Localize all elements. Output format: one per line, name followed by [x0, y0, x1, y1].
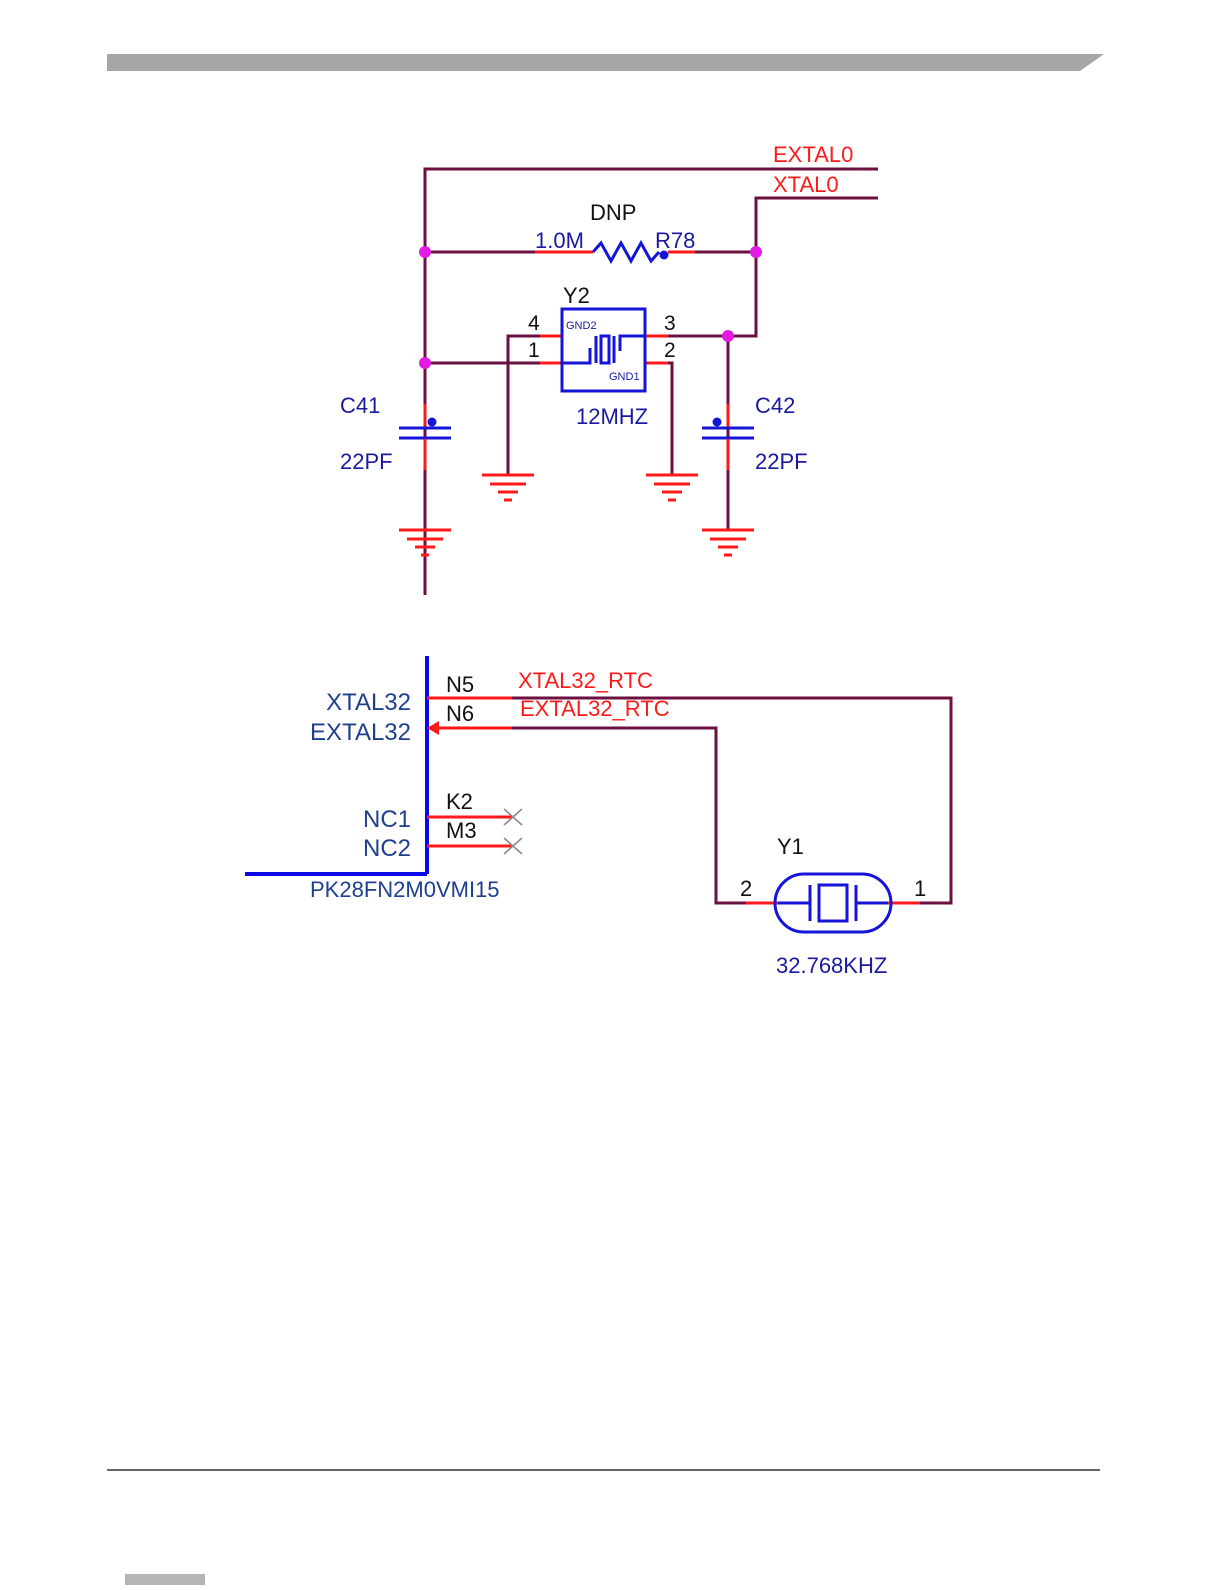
net-label-extal0: EXTAL0 — [773, 142, 853, 167]
y1-pin1-number: 1 — [914, 876, 926, 901]
net-label-xtal32-rtc: XTAL32_RTC — [518, 668, 653, 693]
capacitor-c41 — [399, 404, 451, 470]
y1-designator: Y1 — [777, 834, 804, 859]
crystal-y2 — [540, 309, 668, 391]
mcu-pin-number-k2: K2 — [446, 789, 473, 814]
y1-pin2-number: 2 — [740, 876, 752, 901]
mcu-pin-name-nc1: NC1 — [363, 806, 411, 833]
y2-designator: Y2 — [563, 283, 590, 308]
c41-designator: C41 — [340, 393, 380, 418]
mcu-pin-number-n6: N6 — [446, 701, 474, 726]
ground-icon — [482, 475, 534, 500]
mcu-part-number: PK28FN2M0VMI15 — [310, 877, 500, 902]
pin1-dot-icon — [428, 418, 437, 427]
r78-designator: R78 — [655, 228, 695, 253]
wire-extal32-rtc — [512, 728, 746, 903]
wire-xtal0 — [645, 198, 878, 336]
c41-value: 22PF — [340, 449, 393, 474]
mcu-pin-number-n5: N5 — [446, 672, 474, 697]
r78-value: 1.0M — [535, 228, 584, 253]
ground-icon — [702, 530, 754, 555]
r78-note: DNP — [590, 200, 636, 225]
footer-logo-bar — [125, 1574, 205, 1585]
y2-value: 12MHZ — [576, 404, 648, 429]
net-label-xtal0: XTAL0 — [773, 172, 839, 197]
wire-extal0 — [425, 169, 878, 595]
pin1-dot-icon — [713, 418, 722, 427]
junction-dot — [419, 246, 431, 258]
junction-dot — [419, 357, 431, 369]
y1-value: 32.768KHZ — [776, 953, 887, 978]
mcu-pin-number-m3: M3 — [446, 818, 477, 843]
y2-pad-gnd1: GND1 — [609, 371, 640, 383]
junction-dot — [722, 330, 734, 342]
y2-pin3-number: 3 — [664, 312, 676, 335]
mcu-pin-name-xtal32: XTAL32 — [326, 689, 411, 716]
net-label-extal32-rtc: EXTAL32_RTC — [520, 696, 670, 721]
y2-pad-gnd2: GND2 — [566, 320, 597, 332]
y2-pin4-number: 4 — [528, 312, 540, 335]
mcu-pin-name-extal32: EXTAL32 — [310, 719, 411, 746]
junction-dot — [750, 246, 762, 258]
rtc-32k-section: XTAL32 EXTAL32 NC1 NC2 N5 N6 K2 M3 PK28F… — [245, 656, 951, 978]
crystal-y1 — [746, 874, 920, 932]
c42-value: 22PF — [755, 449, 808, 474]
y2-pin1-number: 1 — [528, 339, 540, 362]
header-bar — [107, 54, 1104, 71]
y2-pin2-number: 2 — [664, 339, 676, 362]
capacitor-c42 — [702, 404, 754, 470]
ground-icon — [646, 475, 698, 500]
mcu-pin-name-nc2: NC2 — [363, 835, 411, 862]
crystal-12mhz-section: EXTAL0 XTAL0 DNP 1.0M R78 Y2 4 1 3 — [340, 142, 878, 595]
c42-designator: C42 — [755, 393, 795, 418]
wire-y2-pin2-gnd — [645, 363, 672, 474]
